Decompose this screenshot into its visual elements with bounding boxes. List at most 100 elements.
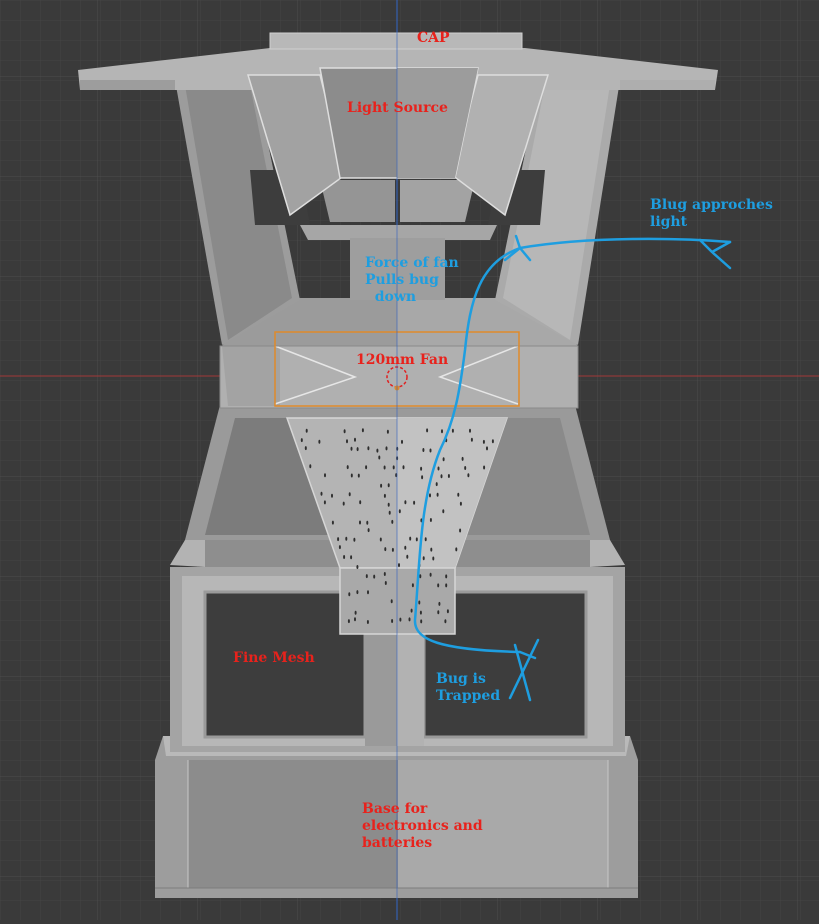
mesh-hole	[356, 447, 359, 452]
base-label: Base for electronics and batteries	[362, 801, 483, 851]
cap-label: CAP	[417, 30, 450, 46]
mesh-hole	[411, 583, 414, 588]
mesh-hole	[320, 491, 323, 496]
mesh-hole	[357, 473, 360, 478]
mesh-hole	[338, 545, 341, 550]
mesh-hole	[418, 600, 421, 605]
mesh-hole	[348, 492, 351, 497]
mesh-hole	[343, 555, 346, 559]
mesh-hole	[390, 599, 393, 604]
mesh-hole	[350, 473, 353, 478]
mesh-hole	[383, 465, 386, 470]
mesh-hole	[415, 537, 418, 542]
mesh-hole	[429, 518, 432, 522]
mesh-hole	[441, 429, 443, 434]
mesh-hole	[445, 583, 448, 588]
mesh-hole	[304, 446, 307, 451]
top-cap-assembly	[78, 32, 718, 217]
mesh-hole	[350, 446, 353, 451]
mesh-hole	[422, 556, 425, 561]
mesh-hole	[419, 610, 422, 615]
mesh-hole	[438, 601, 441, 606]
mesh-hole	[386, 429, 389, 434]
mesh-hole	[378, 455, 381, 460]
mesh-hole	[348, 592, 351, 597]
bug-trapped-label: Bug is Trapped	[436, 671, 501, 704]
mesh-hole	[437, 466, 440, 471]
mesh-hole	[383, 493, 386, 498]
mesh-hole	[354, 610, 357, 615]
mesh-hole	[398, 563, 400, 568]
mesh-hole	[346, 439, 348, 444]
mesh-hole	[359, 520, 361, 525]
mesh-hole	[401, 439, 403, 444]
mesh-hole	[356, 565, 359, 569]
mesh-hole	[391, 519, 394, 524]
mesh-hole	[347, 619, 350, 624]
upper-housing	[175, 80, 620, 345]
mesh-hole	[388, 510, 391, 515]
mesh-hole	[469, 428, 471, 433]
mesh-hole	[323, 500, 326, 505]
mesh-hole	[432, 556, 435, 561]
mesh-hole	[461, 456, 464, 461]
mesh-hole	[305, 428, 308, 433]
mesh-hole	[361, 428, 364, 433]
fan-label: 120mm Fan	[356, 352, 449, 368]
mesh-hole	[406, 554, 409, 559]
mesh-hole	[409, 536, 412, 541]
mesh-hole	[387, 502, 390, 507]
mesh-hole	[447, 474, 450, 478]
mesh-hole	[446, 609, 449, 614]
mesh-hole	[436, 492, 439, 497]
mesh-hole	[410, 608, 413, 613]
mesh-hole	[331, 493, 333, 498]
mesh-hole	[346, 465, 349, 470]
mesh-hole	[376, 448, 379, 453]
mesh-hole	[404, 500, 407, 505]
mesh-hole	[324, 473, 326, 478]
mesh-hole	[413, 500, 416, 505]
mesh-hole	[366, 620, 369, 624]
mesh-hole	[459, 528, 462, 533]
mesh-hole	[367, 528, 370, 533]
mesh-hole	[464, 466, 467, 470]
mesh-hole	[385, 446, 388, 451]
bug-path-annotation	[413, 234, 732, 702]
mesh-hole	[404, 545, 407, 550]
mesh-hole	[391, 547, 394, 552]
mesh-hole	[384, 547, 387, 552]
mesh-hole	[387, 483, 390, 488]
mesh-hole	[367, 446, 370, 451]
mesh-hole	[383, 572, 386, 576]
mesh-hole	[342, 501, 345, 506]
mesh-hole	[354, 617, 356, 622]
mesh-hole	[365, 574, 368, 579]
mesh-hole	[367, 590, 369, 595]
mesh-hole	[430, 547, 433, 552]
mesh-hole	[399, 617, 402, 622]
mesh-hole	[445, 574, 448, 579]
mesh-hole	[420, 619, 423, 624]
mesh-hole	[470, 437, 473, 442]
mesh-hole	[467, 473, 470, 478]
mesh-hole	[366, 520, 369, 525]
mesh-hole	[380, 483, 383, 488]
mesh-hole	[309, 464, 312, 469]
mesh-hole	[437, 610, 440, 615]
mesh-hole	[435, 482, 438, 487]
mesh-hole	[343, 429, 346, 434]
mesh-hole	[491, 439, 494, 444]
mesh-hole	[440, 474, 443, 479]
mesh-hole	[391, 619, 394, 623]
mesh-hole	[398, 509, 401, 514]
mesh-hole	[455, 547, 458, 552]
fine-mesh-label: Fine Mesh	[233, 650, 315, 666]
mesh-hole	[379, 537, 382, 542]
mesh-hole	[402, 465, 405, 470]
mesh-hole	[419, 574, 422, 579]
mesh-hole	[373, 574, 376, 579]
mesh-hole	[457, 492, 460, 497]
